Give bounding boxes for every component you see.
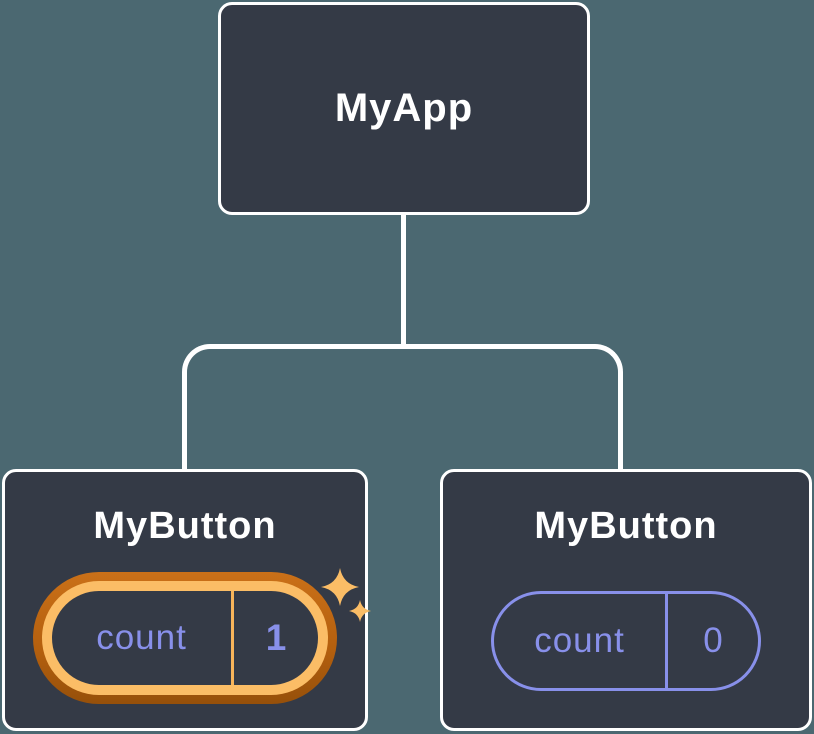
component-node-button-1: MyButton count 1 bbox=[2, 469, 371, 731]
state-pill: count 0 bbox=[491, 591, 761, 691]
root-node-label: MyApp bbox=[334, 86, 474, 130]
child-node-label: MyButton bbox=[93, 505, 277, 547]
state-pill-divider bbox=[231, 591, 234, 685]
sparkles-icon bbox=[321, 568, 371, 622]
component-node-root: MyApp bbox=[218, 2, 590, 215]
connector-branch bbox=[182, 344, 623, 470]
connector-root-stem bbox=[401, 214, 406, 347]
child-node-label: MyButton bbox=[534, 505, 718, 547]
state-value: 1 bbox=[265, 617, 287, 658]
state-value: 0 bbox=[703, 621, 723, 660]
state-pill-highlighted: count 1 bbox=[33, 572, 337, 704]
state-pill-core: count 1 bbox=[52, 591, 318, 685]
state-pill-divider bbox=[665, 594, 668, 688]
state-name-label: count bbox=[534, 621, 625, 660]
component-node-button-2: MyButton count 0 bbox=[440, 469, 812, 731]
state-name-label: count bbox=[96, 618, 187, 657]
state-pill-highlight-ring: count 1 bbox=[42, 581, 328, 695]
